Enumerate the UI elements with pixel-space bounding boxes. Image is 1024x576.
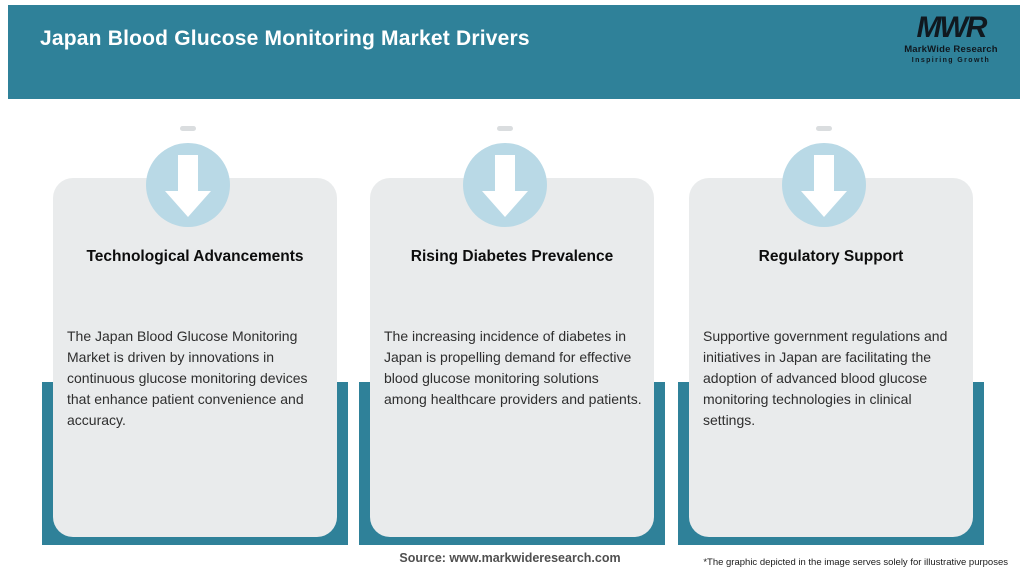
down-arrow-icon [165, 155, 211, 217]
logo-acronym-text: MWR [916, 11, 988, 44]
card-panel: Regulatory Support Supportive government… [689, 178, 973, 537]
card-panel: Technological Advancements The Japan Blo… [53, 178, 337, 537]
driver-card-regulatory-support: Regulatory Support Supportive government… [678, 126, 984, 545]
driver-card-rising-diabetes-prevalence: Rising Diabetes Prevalence The increasin… [359, 126, 665, 545]
logo-tagline: Inspiring Growth [911, 56, 991, 64]
header-bar: Japan Blood Glucose Monitoring Market Dr… [8, 5, 1020, 99]
arrow-circle-badge [782, 143, 866, 227]
down-arrow-icon [482, 155, 528, 217]
connector-dash [180, 126, 196, 131]
card-title: Rising Diabetes Prevalence [410, 248, 614, 265]
connector-dash [497, 126, 513, 131]
source-attribution: Source: www.markwideresearch.com [399, 551, 621, 565]
logo-company-name: MarkWide Research [904, 44, 998, 55]
connector-dash [816, 126, 832, 131]
card-title: Technological Advancements [86, 248, 304, 265]
down-arrow-icon [801, 155, 847, 217]
markwide-logo: MWR MarkWide Research Inspiring Growth [896, 13, 1006, 64]
driver-card-technological-advancements: Technological Advancements The Japan Blo… [42, 126, 348, 545]
disclaimer-note: *The graphic depicted in the image serve… [703, 557, 1008, 568]
page-title: Japan Blood Glucose Monitoring Market Dr… [40, 27, 530, 50]
card-description: The increasing incidence of diabetes in … [384, 328, 642, 407]
card-title: Regulatory Support [758, 248, 904, 265]
card-description: The Japan Blood Glucose Monitoring Marke… [67, 328, 308, 428]
arrow-circle-badge [146, 143, 230, 227]
card-description: Supportive government regulations and in… [703, 328, 948, 428]
arrow-circle-badge [463, 143, 547, 227]
card-panel: Rising Diabetes Prevalence The increasin… [370, 178, 654, 537]
